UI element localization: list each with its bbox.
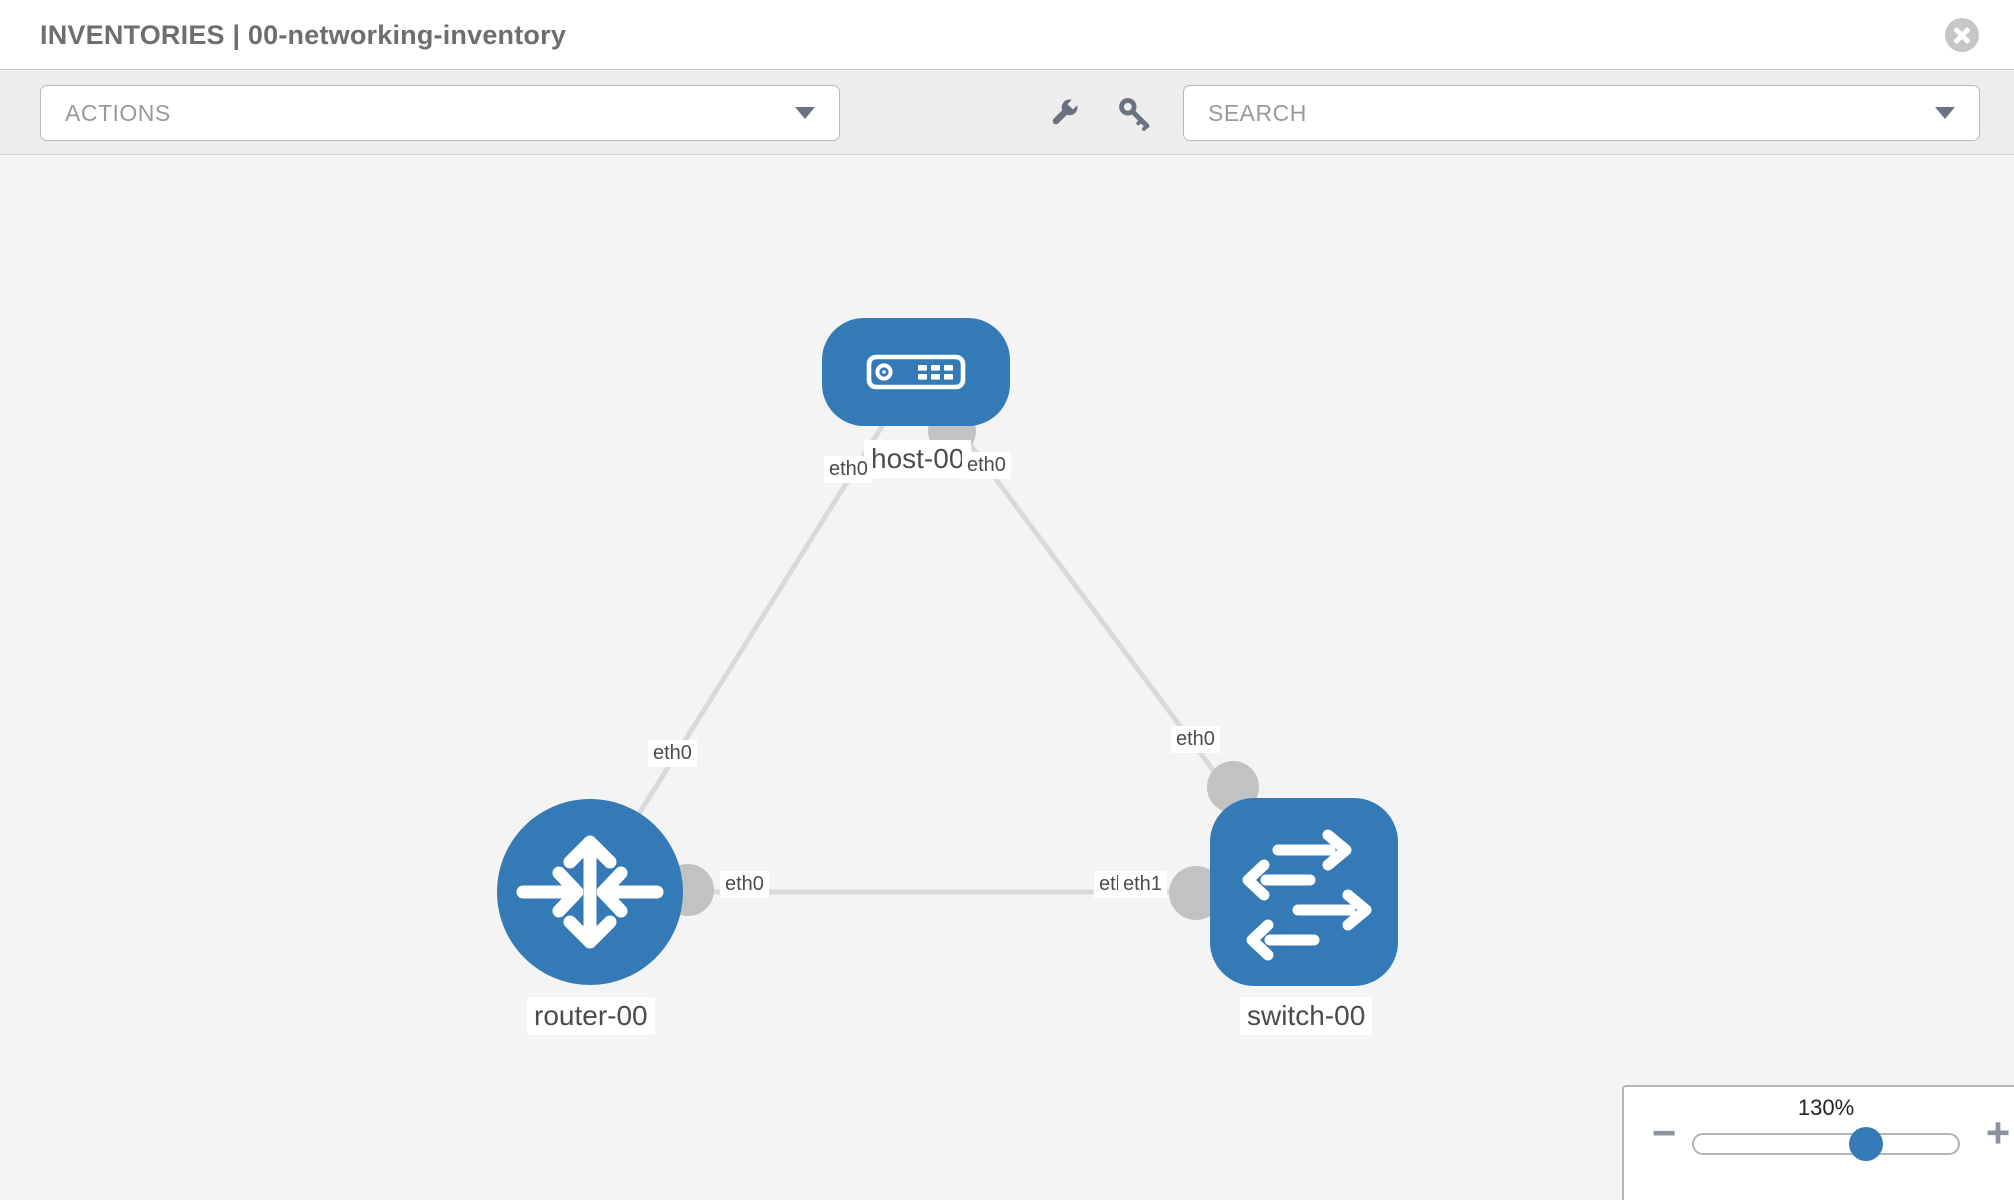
topology-canvas[interactable]: [0, 156, 2014, 1200]
router-icon: [516, 835, 664, 949]
page-title: INVENTORIES | 00-networking-inventory: [40, 20, 567, 50]
chevron-down-icon: [795, 107, 815, 119]
node-label-host: host-00: [864, 440, 972, 478]
zoom-in-button[interactable]: +: [1976, 1111, 2014, 1155]
node-host-00[interactable]: [822, 318, 1010, 426]
interface-label: eth0: [1171, 726, 1220, 753]
interface-label: eth0: [962, 452, 1011, 479]
host-icon: [866, 354, 966, 390]
page-header: INVENTORIES | 00-networking-inventory: [0, 0, 2014, 70]
node-label-switch: switch-00: [1240, 997, 1373, 1035]
interface-label: eth0: [648, 740, 697, 767]
node-switch-00[interactable]: [1210, 798, 1398, 986]
node-label-router: router-00: [527, 997, 655, 1035]
actions-dropdown-label: ACTIONS: [65, 99, 171, 126]
zoom-out-button[interactable]: −: [1642, 1111, 1686, 1155]
close-button[interactable]: [1945, 18, 1979, 52]
actions-dropdown[interactable]: ACTIONS: [40, 85, 840, 141]
chevron-down-icon: [1935, 107, 1955, 119]
interface-label: eth1: [1118, 871, 1167, 898]
wrench-button[interactable]: [1046, 95, 1082, 131]
node-router-00[interactable]: [497, 799, 683, 985]
interface-label: eth0: [824, 456, 873, 483]
zoom-slider-thumb[interactable]: [1849, 1127, 1883, 1161]
zoom-value: 130%: [1797, 1095, 1855, 1120]
key-icon: [1119, 98, 1150, 131]
search-input[interactable]: SEARCH: [1183, 85, 1980, 141]
wrench-icon: [1052, 97, 1080, 125]
zoom-slider[interactable]: [1692, 1127, 1960, 1161]
interface-label: eth0: [720, 871, 769, 898]
key-button[interactable]: [1116, 95, 1152, 131]
search-placeholder: SEARCH: [1208, 99, 1307, 126]
zoom-panel: 130% − +: [1622, 1085, 2014, 1200]
close-icon: [1945, 18, 1979, 52]
switch-icon: [1242, 829, 1372, 961]
toolbar: ACTIONS SEARCH: [0, 71, 2014, 155]
